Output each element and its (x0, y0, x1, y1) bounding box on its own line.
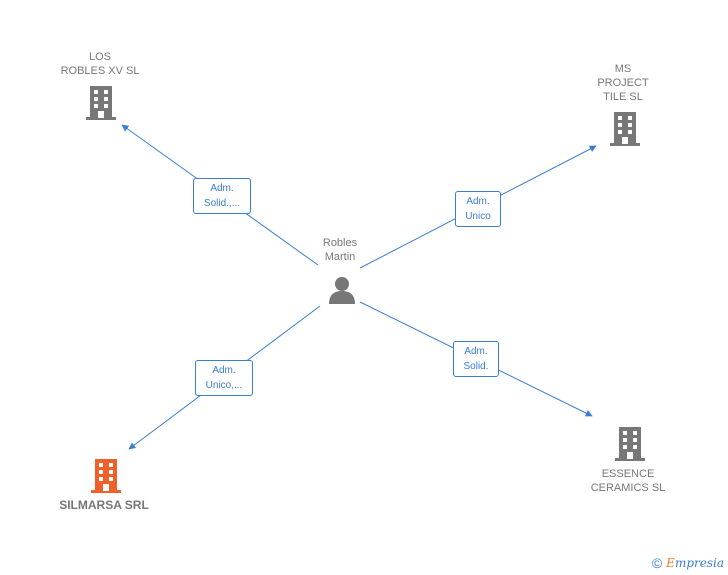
center-person-name: Robles Martin (322, 237, 358, 263)
role-box-silmarsa[interactable]: Adm. Unico,... (195, 360, 253, 396)
role-box-los-robles[interactable]: Adm. Solid.,... (193, 178, 251, 214)
company-name-silmarsa[interactable]: SILMARSA SRL (59, 498, 149, 512)
copyright-icon: © (651, 555, 663, 571)
building-icon[interactable] (615, 427, 645, 461)
brand-logo: Empresia (666, 556, 724, 570)
person-icon[interactable] (327, 276, 357, 304)
company-name-ms-project[interactable]: MS PROJECT TILE SL (597, 63, 649, 103)
company-name-essence[interactable]: ESSENCE CERAMICS SL (590, 468, 666, 494)
role-box-essence[interactable]: Adm. Solid. (453, 341, 499, 377)
building-icon[interactable] (610, 112, 640, 146)
footer-brand: © Empresia (652, 555, 724, 571)
role-box-ms-project[interactable]: Adm. Unico (455, 191, 501, 227)
company-name-los-robles[interactable]: LOS ROBLES XV SL (60, 51, 140, 77)
building-icon[interactable] (91, 459, 121, 493)
building-icon[interactable] (86, 86, 116, 120)
